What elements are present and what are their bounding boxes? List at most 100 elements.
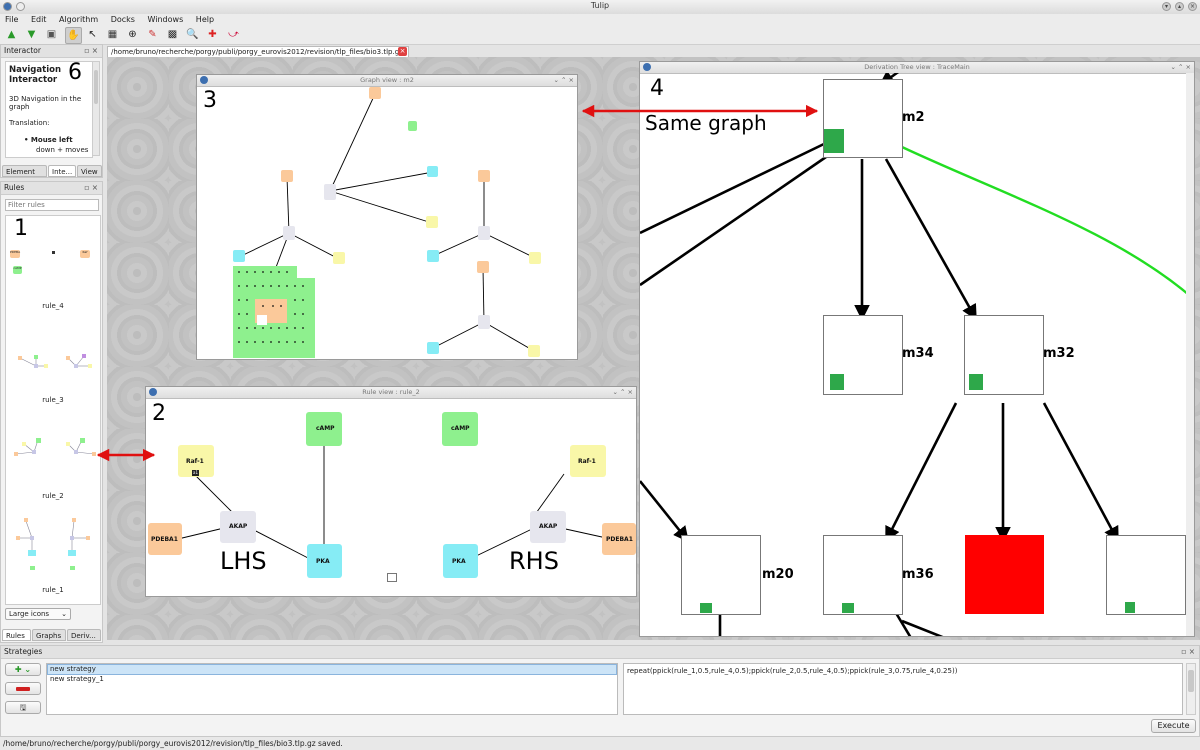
rule-view-window[interactable]: Rule view : rule_2 ⌄ ⌃ × 2 Raf-1 a1 cAMP… bbox=[145, 386, 637, 597]
export-icon[interactable]: ▼ bbox=[27, 29, 36, 40]
m32-thumb-cluster bbox=[969, 374, 983, 390]
rhs-node-camp[interactable] bbox=[442, 412, 478, 446]
rhs-node-raf1[interactable] bbox=[570, 445, 606, 477]
rule-view-titlebar[interactable]: Rule view : rule_2 ⌄ ⌃ × bbox=[146, 387, 636, 399]
file-tab-close-icon[interactable]: × bbox=[398, 47, 407, 56]
rhs-node-pdeba1[interactable] bbox=[602, 523, 636, 555]
lhs-raf1-port: a1 bbox=[192, 470, 199, 476]
rules-dock-header: Rules ▫ × bbox=[1, 182, 102, 195]
tree-node-m20[interactable] bbox=[681, 535, 761, 615]
rhs-node-akap[interactable] bbox=[530, 511, 566, 543]
add-strategy-button[interactable]: ✚ ⌄ bbox=[5, 663, 41, 676]
hand-navigation-icon[interactable]: ✋ bbox=[65, 27, 82, 44]
zoom-box-icon[interactable]: ⊕ bbox=[128, 29, 137, 40]
rhs-akap-label: AKAP bbox=[539, 523, 558, 530]
rules-dock: Rules ▫ × 1 PDEBA Raf cAMP rule_4 bbox=[0, 181, 103, 643]
tab-graphs[interactable]: Graphs bbox=[32, 629, 66, 641]
derivation-title: Derivation Tree view : TraceMain bbox=[864, 63, 970, 71]
window-controls-icon[interactable]: ⌄ ⌃ × bbox=[553, 76, 574, 84]
rule-item-rule-1[interactable]: rule_1 bbox=[42, 586, 64, 594]
rule-item-rule-4[interactable]: rule_4 bbox=[42, 302, 64, 310]
menu-bar: File Edit Algorithm Docks Windows Help bbox=[0, 14, 1200, 26]
window-icon bbox=[200, 76, 208, 84]
lhs-node-pka[interactable] bbox=[307, 544, 342, 578]
tree-node-m-partial[interactable] bbox=[1106, 535, 1186, 615]
save-strategy-button[interactable]: 🖫 bbox=[5, 701, 41, 714]
derivation-scrollbar[interactable] bbox=[1186, 73, 1194, 636]
window-title: Tulip bbox=[590, 1, 610, 10]
interactor-title: Navigation Interactor bbox=[9, 65, 61, 85]
tab-rules[interactable]: Rules bbox=[2, 629, 31, 641]
edit-node-icon[interactable]: ✎ bbox=[148, 29, 157, 40]
tree-node-failed[interactable] bbox=[965, 535, 1044, 614]
lhs-node-pdeba1[interactable] bbox=[148, 523, 182, 555]
window-icon bbox=[643, 63, 651, 71]
minimize-icon[interactable]: ▾ bbox=[1162, 2, 1171, 11]
window-menu-button[interactable] bbox=[16, 2, 25, 11]
lhs-node-akap[interactable] bbox=[220, 511, 256, 543]
remove-strategy-button[interactable] bbox=[5, 682, 41, 695]
interactor-scrollbar[interactable] bbox=[92, 61, 100, 156]
derivation-canvas[interactable] bbox=[640, 73, 1195, 637]
file-tab-label: /home/bruno/recherche/porgy/publi/porgy_… bbox=[111, 48, 403, 56]
expression-scrollbar[interactable] bbox=[1186, 663, 1196, 715]
expression-scroll-thumb[interactable] bbox=[1188, 670, 1194, 692]
magnifier-icon[interactable]: 🔍 bbox=[186, 29, 199, 40]
m-partial-thumb-cluster bbox=[1125, 602, 1135, 613]
graph-view-window[interactable]: Graph view : m2 ⌄ ⌃ × 3 bbox=[196, 74, 578, 360]
tab-derivation[interactable]: Deriv... bbox=[67, 629, 101, 641]
strategy-expression-editor[interactable]: repeat(ppick(rule_1,0.5,rule_4,0.5);ppic… bbox=[623, 663, 1183, 715]
tree-node-m34[interactable] bbox=[823, 315, 903, 395]
same-graph-annotation: Same graph bbox=[645, 111, 767, 135]
lhs-pdeba1-label: PDEBA1 bbox=[151, 536, 178, 543]
rules-thumbnails bbox=[14, 354, 96, 570]
tab-view[interactable]: View bbox=[77, 165, 102, 177]
derivation-titlebar[interactable]: Derivation Tree view : TraceMain ⌄ ⌃ × bbox=[640, 62, 1194, 74]
menu-algorithm[interactable]: Algorithm bbox=[58, 15, 99, 24]
label-number-4: 4 bbox=[650, 76, 664, 101]
rule-item-rule-2[interactable]: rule_2 bbox=[42, 492, 64, 500]
delete-element-icon[interactable]: ✚ bbox=[208, 29, 217, 40]
dock-close-icon[interactable]: ▫ × bbox=[84, 46, 98, 55]
print-icon[interactable]: ▣ bbox=[46, 29, 57, 40]
icon-size-value: Large icons bbox=[9, 610, 50, 618]
execute-button[interactable]: Execute bbox=[1151, 719, 1196, 733]
menu-help[interactable]: Help bbox=[195, 15, 215, 24]
rectangle-select-icon[interactable]: ▦ bbox=[107, 29, 118, 40]
strategies-dock-close-icon[interactable]: ▫ × bbox=[1181, 647, 1195, 656]
grid-select-icon[interactable]: ▩ bbox=[167, 29, 178, 40]
interactor-dock-header: Interactor ▫ × bbox=[1, 45, 102, 58]
strategy-item-new-strategy-1[interactable]: new strategy_1 bbox=[50, 675, 104, 683]
maximize-icon[interactable]: ▴ bbox=[1175, 2, 1184, 11]
icon-size-select[interactable]: Large icons ⌄ bbox=[5, 608, 71, 620]
graph-view-canvas[interactable] bbox=[197, 86, 577, 360]
rhs-node-pka[interactable] bbox=[443, 544, 478, 578]
filter-rules-input[interactable] bbox=[5, 199, 99, 211]
graph-view-titlebar[interactable]: Graph view : m2 ⌄ ⌃ × bbox=[197, 75, 577, 87]
rules-dock-close-icon[interactable]: ▫ × bbox=[84, 183, 98, 192]
pointer-icon[interactable]: ↖ bbox=[88, 29, 97, 40]
rule-item-rule-3[interactable]: rule_3 bbox=[42, 396, 64, 404]
tree-label-m34: m34 bbox=[902, 346, 934, 361]
derivation-tree-window[interactable]: Derivation Tree view : TraceMain ⌄ ⌃ × 4… bbox=[639, 61, 1195, 637]
import-icon[interactable]: ▲ bbox=[7, 29, 16, 40]
menu-edit[interactable]: Edit bbox=[30, 15, 47, 24]
tab-element[interactable]: Element ... bbox=[2, 165, 47, 188]
file-tab[interactable]: /home/bruno/recherche/porgy/publi/porgy_… bbox=[107, 46, 409, 57]
strategy-item-new-strategy[interactable]: new strategy bbox=[47, 664, 617, 675]
tree-node-m32[interactable] bbox=[964, 315, 1044, 395]
tree-node-m36[interactable] bbox=[823, 535, 903, 615]
menu-windows[interactable]: Windows bbox=[147, 15, 184, 24]
menu-file[interactable]: File bbox=[5, 15, 19, 24]
tree-node-m2[interactable] bbox=[823, 79, 903, 158]
window-controls-icon[interactable]: ⌄ ⌃ × bbox=[1170, 63, 1191, 71]
window-controls-icon[interactable]: ⌄ ⌃ × bbox=[612, 388, 633, 396]
m34-thumb-cluster bbox=[830, 374, 844, 390]
interactor-scroll-thumb[interactable] bbox=[94, 70, 98, 104]
bend-edge-icon[interactable]: ⤻ bbox=[228, 29, 239, 40]
menu-docks[interactable]: Docks bbox=[110, 15, 135, 24]
close-icon[interactable]: × bbox=[1188, 2, 1197, 11]
rule-view-canvas[interactable] bbox=[146, 398, 636, 597]
lhs-node-camp[interactable] bbox=[306, 412, 342, 446]
tab-interactor[interactable]: Inte... bbox=[48, 165, 76, 177]
